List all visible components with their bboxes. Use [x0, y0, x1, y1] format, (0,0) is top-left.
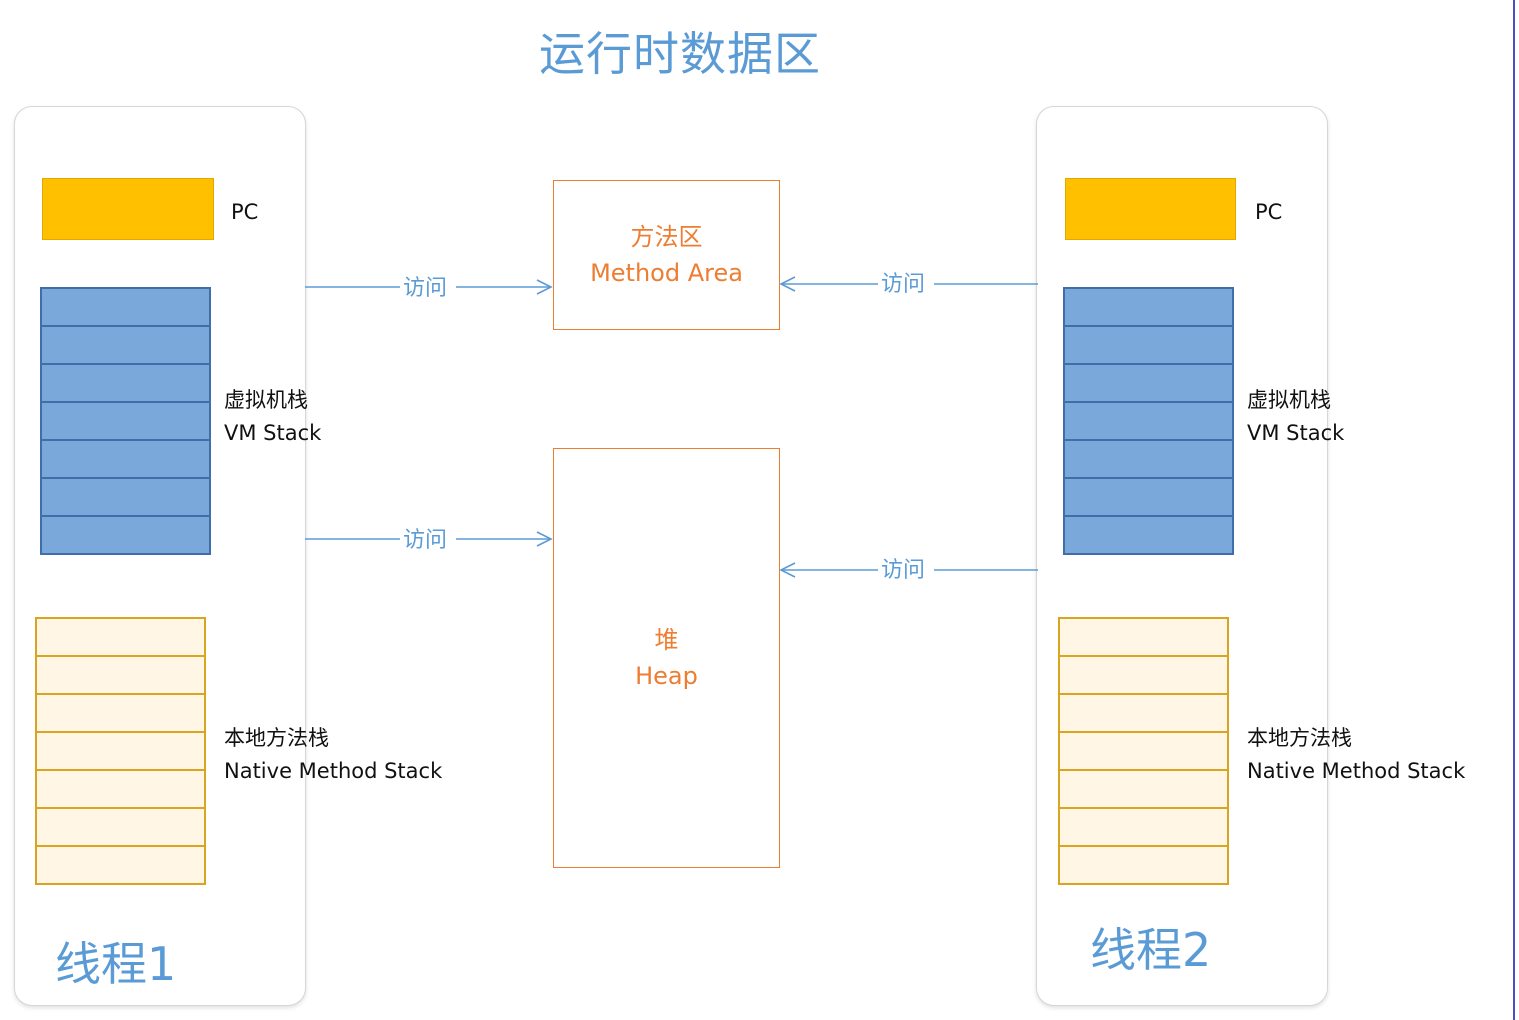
- thread-1-title: 线程1: [55, 937, 177, 991]
- vm-stack-cn: 虚拟机栈: [224, 388, 308, 412]
- native-frame: [1060, 809, 1227, 847]
- native-frame: [37, 771, 204, 809]
- stack-frame: [1065, 441, 1232, 479]
- thread-1-vm-stack-label: 虚拟机栈 VM Stack: [224, 384, 321, 450]
- native-frame: [1060, 619, 1227, 657]
- heap-en: Heap: [635, 662, 698, 690]
- stack-frame: [42, 327, 209, 365]
- thread-2-vm-stack: [1063, 287, 1234, 555]
- vm-stack-en: VM Stack: [224, 421, 322, 445]
- thread-2-pc-register: [1065, 178, 1236, 240]
- access-label-1: 访问: [403, 276, 447, 301]
- native-frame: [1060, 657, 1227, 695]
- stack-frame: [42, 479, 209, 517]
- access-label-4: 访问: [881, 558, 925, 583]
- native-stack-en: Native Method Stack: [224, 759, 443, 783]
- stack-frame: [1065, 479, 1232, 517]
- arrowhead-thread1-heap: [536, 531, 553, 547]
- native-frame: [37, 657, 204, 695]
- thread-1-pc-register: [42, 178, 214, 240]
- stack-frame: [42, 403, 209, 441]
- native-frame: [1060, 695, 1227, 733]
- arrowhead-thread2-heap: [779, 562, 796, 578]
- stack-frame: [42, 441, 209, 479]
- arrowhead-thread1-method-area: [536, 279, 553, 295]
- thread-2-vm-stack-label: 虚拟机栈 VM Stack: [1247, 384, 1344, 450]
- stack-frame: [42, 365, 209, 403]
- access-label-2: 访问: [403, 528, 447, 553]
- heap-cn: 堆: [654, 626, 679, 654]
- thread-2-title: 线程2: [1090, 923, 1212, 977]
- stack-frame: [1065, 365, 1232, 403]
- native-frame: [37, 809, 204, 847]
- thread-1-native-stack: [35, 617, 206, 885]
- right-edge-border: [1513, 0, 1515, 1020]
- stack-frame: [1065, 327, 1232, 365]
- method-area-cn: 方法区: [630, 223, 703, 251]
- method-area-box: 方法区 Method Area: [553, 180, 780, 330]
- native-frame: [37, 733, 204, 771]
- native-stack-cn: 本地方法栈: [224, 726, 329, 750]
- method-area-en: Method Area: [590, 259, 743, 287]
- page-title: 运行时数据区: [539, 27, 821, 81]
- stack-frame: [1065, 289, 1232, 327]
- thread-1-pc-label: PC: [231, 200, 259, 224]
- access-label-3: 访问: [881, 272, 925, 297]
- thread-1-native-stack-label: 本地方法栈 Native Method Stack: [224, 722, 442, 788]
- thread-2-native-stack-label: 本地方法栈 Native Method Stack: [1247, 722, 1465, 788]
- native-frame: [1060, 771, 1227, 809]
- stack-frame: [42, 289, 209, 327]
- native-frame: [37, 695, 204, 733]
- arrowhead-thread2-method-area: [779, 276, 796, 292]
- vm-stack-en: VM Stack: [1247, 421, 1345, 445]
- thread-2-native-stack: [1058, 617, 1229, 885]
- stack-frame: [1065, 403, 1232, 441]
- native-stack-en: Native Method Stack: [1247, 759, 1466, 783]
- native-stack-cn: 本地方法栈: [1247, 726, 1352, 750]
- native-frame: [1060, 733, 1227, 771]
- thread-2-pc-label: PC: [1255, 200, 1283, 224]
- native-frame: [37, 619, 204, 657]
- heap-box: 堆 Heap: [553, 448, 780, 868]
- vm-stack-cn: 虚拟机栈: [1247, 388, 1331, 412]
- thread-1-vm-stack: [40, 287, 211, 555]
